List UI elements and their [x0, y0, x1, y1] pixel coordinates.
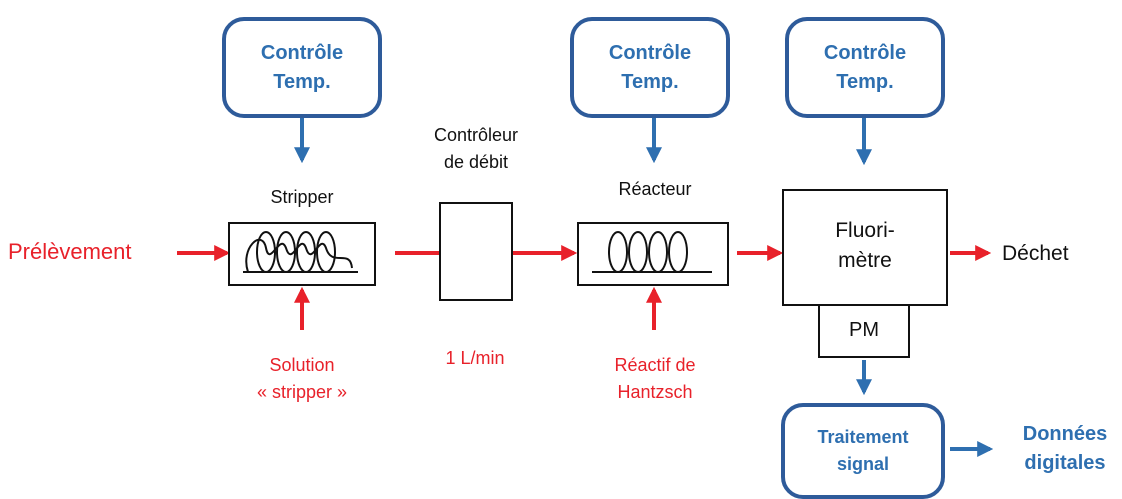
reagent-line-1: Réactif de [614, 355, 696, 375]
temp-control-line-2: Temp. [273, 70, 331, 93]
waste-label: Déchet [1002, 242, 1069, 265]
sampling-label: Prélèvement [8, 239, 132, 264]
flow-controller-box [439, 202, 513, 301]
stripper-coil-box [228, 222, 376, 286]
signal-processing-box: Traitement signal [781, 403, 945, 499]
flow-controller-label: Contrôleur de débit [410, 122, 542, 176]
fluorimeter-line-1: Fluori- [835, 219, 895, 242]
signal-processing-line-2: signal [836, 454, 889, 474]
temp-control-reactor: Contrôle Temp. [570, 17, 730, 118]
temp-control-fluorimeter: Contrôle Temp. [785, 17, 945, 118]
pm-label: PM [849, 319, 879, 341]
reactor-coil-box [577, 222, 729, 286]
digital-data-line-2: digitales [1024, 452, 1106, 474]
reactor-label: Réacteur [618, 179, 692, 199]
fluorimeter-line-2: mètre [838, 249, 892, 272]
fluorimeter-label: Fluori- mètre [800, 216, 930, 276]
digital-data-label: Données digitales [1010, 420, 1120, 478]
temp-control-line-2: Temp. [836, 70, 894, 93]
stripper-label: Stripper [270, 187, 334, 207]
flow-controller-line-1: Contrôleur [433, 125, 519, 145]
temp-control-line-2: Temp. [621, 70, 679, 93]
stripper-solution-label: Solution « stripper » [230, 352, 374, 406]
temp-control-stripper: Contrôle Temp. [222, 17, 382, 118]
digital-data-line-1: Données [1022, 423, 1108, 445]
reagent-line-2: Hantzsch [617, 382, 693, 402]
flow-controller-line-2: de débit [443, 152, 509, 172]
temp-control-line-1: Contrôle [608, 41, 692, 64]
stripper-solution-line-1: Solution [269, 355, 335, 375]
temp-control-line-1: Contrôle [260, 41, 344, 64]
temp-control-line-1: Contrôle [823, 41, 907, 64]
flow-rate-label: 1 L/min [445, 348, 505, 368]
stripper-solution-line-2: « stripper » [256, 382, 348, 402]
signal-processing-line-1: Traitement [817, 427, 909, 447]
coil-icon [245, 239, 353, 273]
reagent-label: Réactif de Hantzsch [585, 352, 725, 406]
pm-box [818, 304, 910, 358]
